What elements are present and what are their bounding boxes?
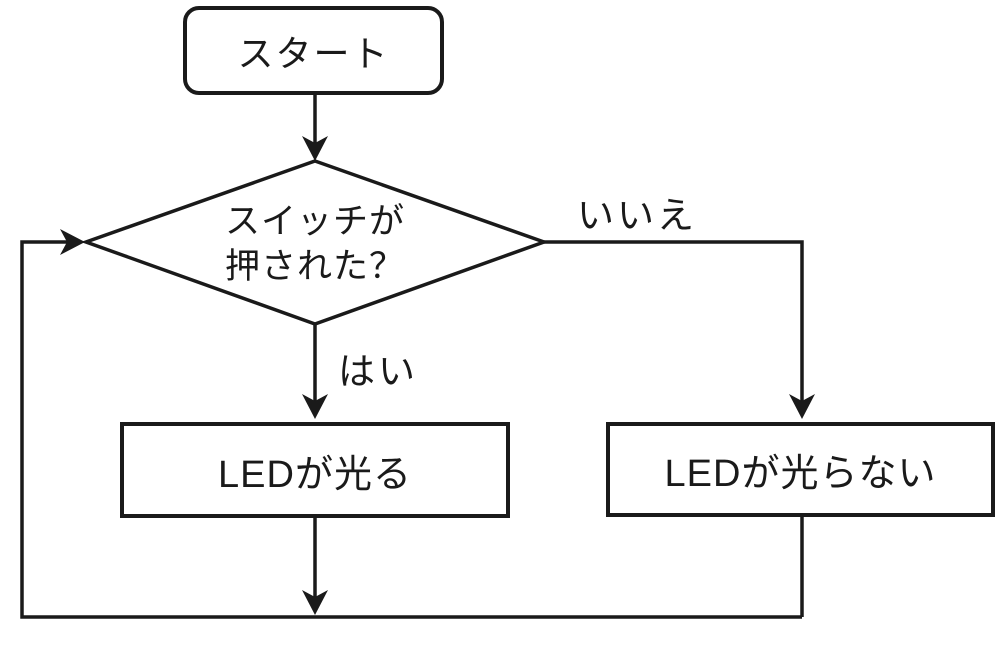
decision-node-label: スイッチが 押された？: [165, 199, 465, 289]
connector-loop-back: [20, 240, 802, 619]
arrowhead-down-icon: [302, 136, 328, 161]
start-node: スタート: [183, 6, 444, 95]
process-node-led-off-label: LEDが光らない: [664, 453, 937, 495]
arrowhead-down-icon: [789, 394, 815, 419]
process-node-led-on: LEDが光る: [120, 422, 510, 518]
arrowhead-down-icon: [302, 590, 328, 615]
edge-label-no: いいえ: [577, 195, 697, 236]
decision-label-line1: スイッチが: [224, 202, 405, 241]
decision-label-line2: 押された？: [224, 247, 405, 286]
process-node-led-off: LEDが光らない: [606, 422, 995, 517]
decision-diamond-shape: [80, 159, 550, 326]
arrowhead-right-icon: [60, 229, 85, 255]
start-node-label: スタート: [237, 32, 390, 74]
process-node-led-on-label: LEDが光る: [218, 453, 412, 496]
arrowhead-down-icon: [302, 394, 328, 419]
edge-label-yes: はい: [338, 351, 418, 392]
connector-no-branch: [544, 240, 804, 402]
